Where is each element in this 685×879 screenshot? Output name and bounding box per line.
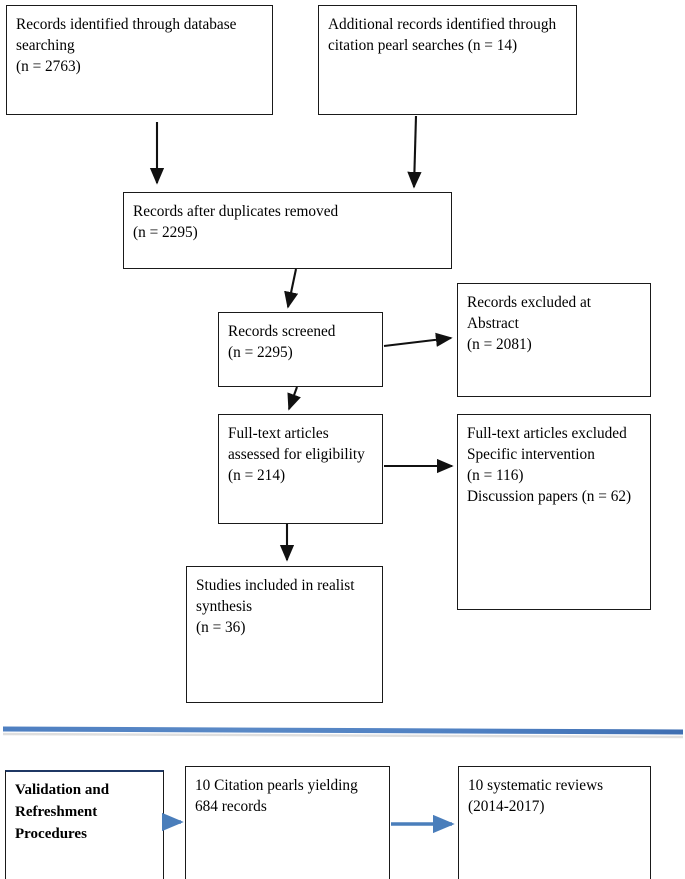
box-citation-pearls-yield: 10 Citation pearls yielding 684 records [185, 766, 390, 879]
box-full-text-excluded: Full-text articles excluded Specific int… [457, 414, 651, 610]
box-studies-included: Studies included in realist synthesis (n… [186, 566, 383, 703]
box-records-screened: Records screened (n = 2295) [218, 312, 383, 387]
box-validation-refreshment: Validation and Refreshment Procedures [5, 770, 164, 879]
arrow-screened-to-excluded [383, 332, 453, 348]
box-records-excluded-abstract: Records excluded at Abstract (n = 2081) [457, 283, 651, 397]
arrow-screened-to-fulltext [287, 386, 301, 411]
box-additional-records-citation-pearls: Additional records identified through ci… [318, 5, 577, 115]
section-divider-shadow [2, 732, 684, 739]
section-divider-line [2, 726, 684, 735]
box-full-text-assessed: Full-text articles assessed for eligibil… [218, 414, 383, 524]
box-records-identified-database: Records identified through database sear… [6, 5, 273, 115]
arrow-pearls-to-duplicates [407, 115, 422, 189]
box-systematic-reviews: 10 systematic reviews (2014-2017) [458, 766, 651, 879]
box-records-after-duplicates-removed: Records after duplicates removed (n = 22… [123, 192, 452, 269]
arrow-duplicates-to-screened [284, 268, 299, 309]
